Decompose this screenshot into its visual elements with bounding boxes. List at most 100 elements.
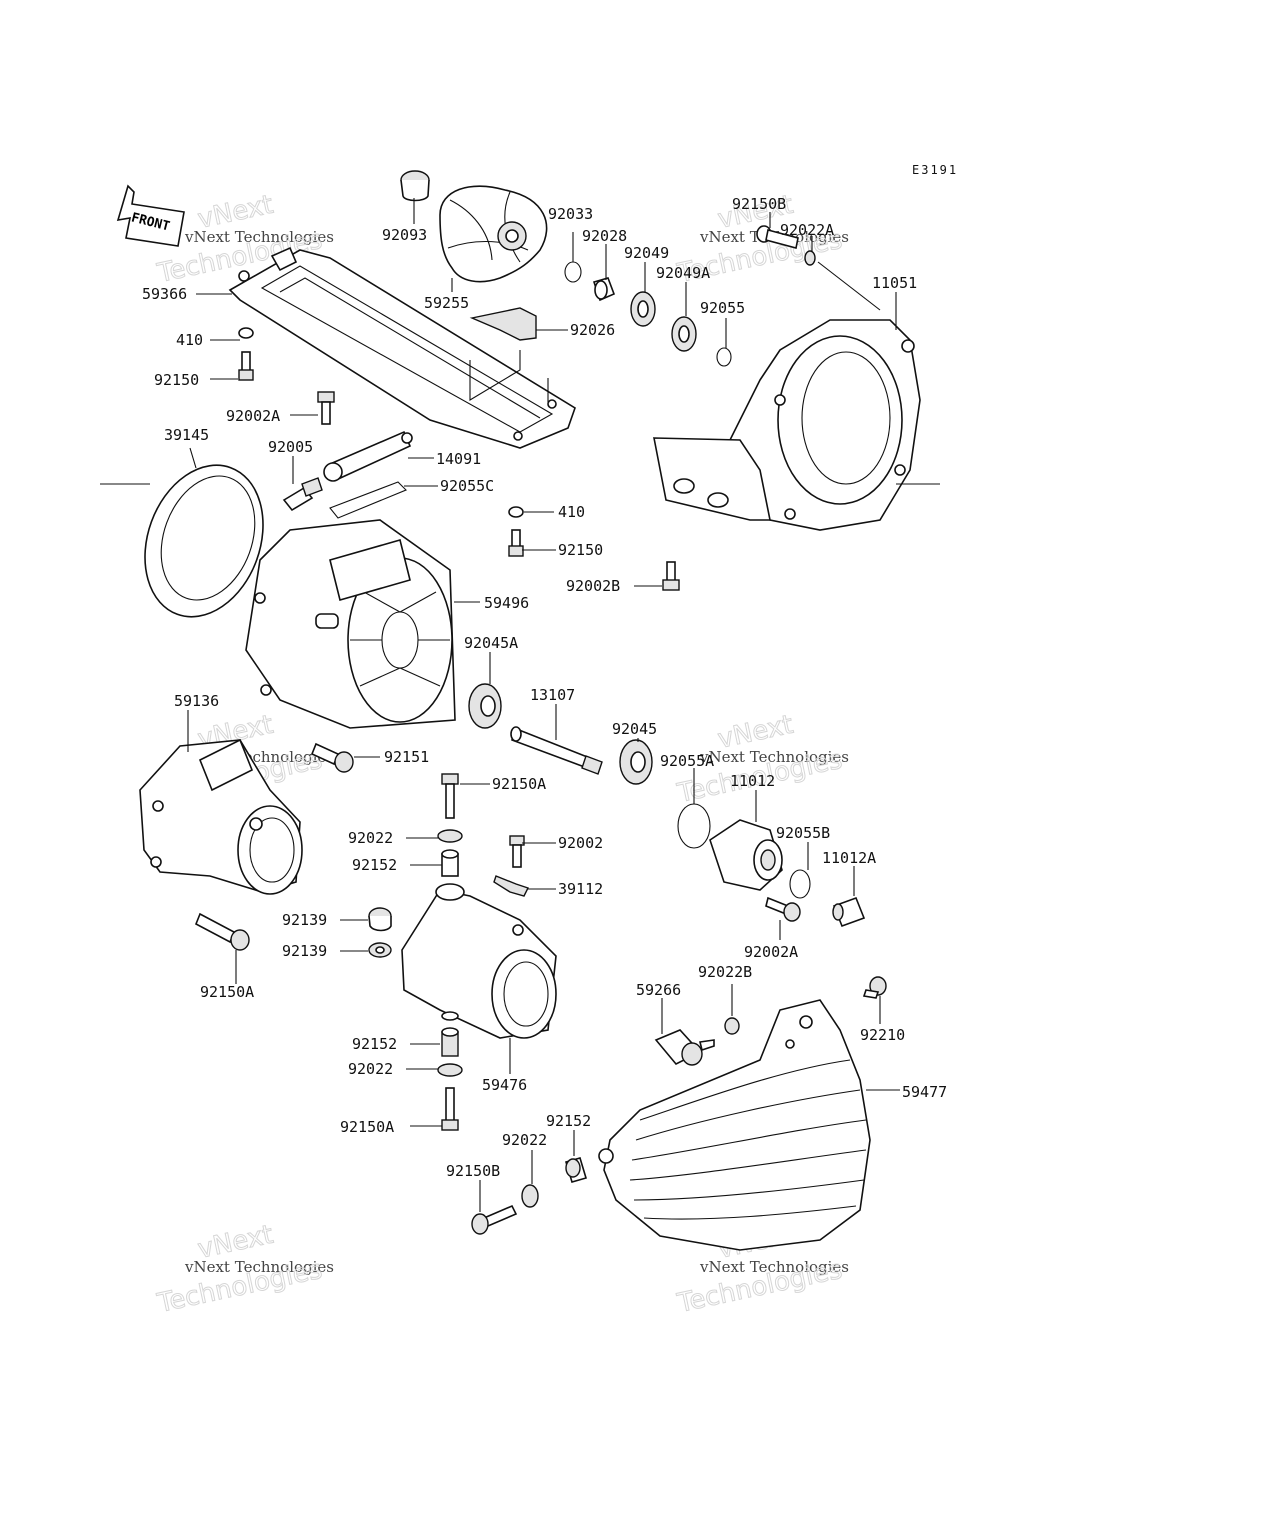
label-59266: 59266 <box>636 981 681 999</box>
collar-92152-top <box>441 849 459 877</box>
label-11012A: 11012A <box>822 849 876 867</box>
label-59255: 59255 <box>424 294 469 312</box>
plug-11012A <box>832 896 866 928</box>
label-92093: 92093 <box>382 226 427 244</box>
label-11051: 11051 <box>872 274 917 292</box>
label-410-mid: 410 <box>558 503 585 521</box>
circlip-92033 <box>564 261 582 283</box>
label-92028: 92028 <box>582 227 627 245</box>
fitting-59266 <box>654 1029 715 1066</box>
label-92002A-bottom: 92002A <box>744 943 798 961</box>
bearing-92045 <box>619 739 653 785</box>
label-92026: 92026 <box>570 321 615 339</box>
label-92002A-top: 92002A <box>226 407 280 425</box>
bolt-92150-mid <box>508 529 524 557</box>
label-92005: 92005 <box>268 438 313 456</box>
label-92055B: 92055B <box>776 824 830 842</box>
label-92150-top: 92150 <box>154 371 199 389</box>
bolt-92150B-bottom <box>471 1204 518 1235</box>
washer-92022B <box>724 1017 740 1035</box>
label-59136: 59136 <box>174 692 219 710</box>
bolt-92002A-top <box>317 391 335 425</box>
label-410-top: 410 <box>176 331 203 349</box>
cap-92093 <box>400 170 430 202</box>
label-92152-2: 92152 <box>352 1035 397 1053</box>
seal-92049 <box>630 291 656 327</box>
collar-92152-mid <box>441 1027 459 1057</box>
bolt-92150A-center-top <box>441 773 459 819</box>
label-92022-3: 92022 <box>502 1131 547 1149</box>
label-92055: 92055 <box>700 299 745 317</box>
label-92150A-1: 92150A <box>492 775 546 793</box>
washer-410-mid <box>508 506 524 518</box>
washer-92022-mid <box>437 1063 463 1077</box>
bolt-92002A-bottom <box>765 896 801 922</box>
label-92150A-2: 92150A <box>200 983 254 1001</box>
label-92049: 92049 <box>624 244 669 262</box>
bearing-92045A <box>468 683 502 729</box>
label-14091: 14091 <box>436 450 481 468</box>
bushing-92139-1 <box>368 907 392 932</box>
label-92151: 92151 <box>384 748 429 766</box>
diagram-code: E3191 <box>912 163 958 177</box>
washer-410-top <box>238 327 254 339</box>
pump-housing <box>245 519 456 729</box>
liner-ring-39145 <box>144 464 264 618</box>
label-92150B-top: 92150B <box>732 195 786 213</box>
seal-92049A <box>671 316 697 352</box>
label-92033: 92033 <box>548 205 593 223</box>
fitting-92005 <box>282 477 323 512</box>
washer-92022-top <box>437 829 463 843</box>
pump-case <box>653 319 921 531</box>
label-92049A: 92049A <box>656 264 710 282</box>
label-92022B: 92022B <box>698 963 752 981</box>
nozzle-59136 <box>139 738 303 895</box>
sensor-14091 <box>323 430 413 482</box>
label-39145: 39145 <box>164 426 209 444</box>
label-92045A: 92045A <box>464 634 518 652</box>
bolt-92002 <box>509 835 525 868</box>
shaft-13107 <box>510 726 603 775</box>
bolt-92150A-left <box>194 912 250 951</box>
watermark-small: vNext Technologies <box>184 228 334 246</box>
label-92002: 92002 <box>558 834 603 852</box>
label-92022A: 92022A <box>780 221 834 239</box>
label-59477: 59477 <box>902 1083 947 1101</box>
collar-92152-bottom <box>565 1157 587 1183</box>
label-92150-mid: 92150 <box>558 541 603 559</box>
bush-92028 <box>592 277 616 302</box>
label-92139-1: 92139 <box>282 911 327 929</box>
gasket-92055C <box>329 481 407 519</box>
label-92055A: 92055A <box>660 752 714 770</box>
washer-92022A <box>804 250 816 266</box>
o-ring-92055 <box>716 347 732 367</box>
clamp-39112 <box>493 875 529 897</box>
o-ring-92055B <box>789 869 811 899</box>
bolt-92150-top <box>238 351 254 381</box>
watermark-small: vNext Technologies <box>699 748 849 766</box>
label-92139-2: 92139 <box>282 942 327 960</box>
label-92045: 92045 <box>612 720 657 738</box>
label-92152-1: 92152 <box>352 856 397 874</box>
watermark-bottom-left: vNext vNext Technologies Technologies <box>154 1219 334 1319</box>
bolt-92210 <box>862 976 887 999</box>
reverse-bucket <box>598 999 871 1251</box>
label-92210: 92210 <box>860 1026 905 1044</box>
label-59476: 59476 <box>482 1076 527 1094</box>
watermark-small: vNext Technologies <box>699 1258 849 1276</box>
label-92150A-3: 92150A <box>340 1118 394 1136</box>
bolt-92150A-bottom <box>441 1087 459 1131</box>
label-59366: 59366 <box>142 285 187 303</box>
steering-nozzle-59476 <box>401 883 557 1039</box>
label-92022-2: 92022 <box>348 1060 393 1078</box>
label-92002B: 92002B <box>566 577 620 595</box>
impeller <box>439 185 548 283</box>
leader-lines <box>100 198 940 1212</box>
ride-plate <box>228 246 576 449</box>
label-59496: 59496 <box>484 594 529 612</box>
bushing-92139-2 <box>368 942 392 958</box>
bolt-92151 <box>310 742 354 773</box>
watermark-small: vNext Technologies <box>184 1258 334 1276</box>
label-39112: 39112 <box>558 880 603 898</box>
